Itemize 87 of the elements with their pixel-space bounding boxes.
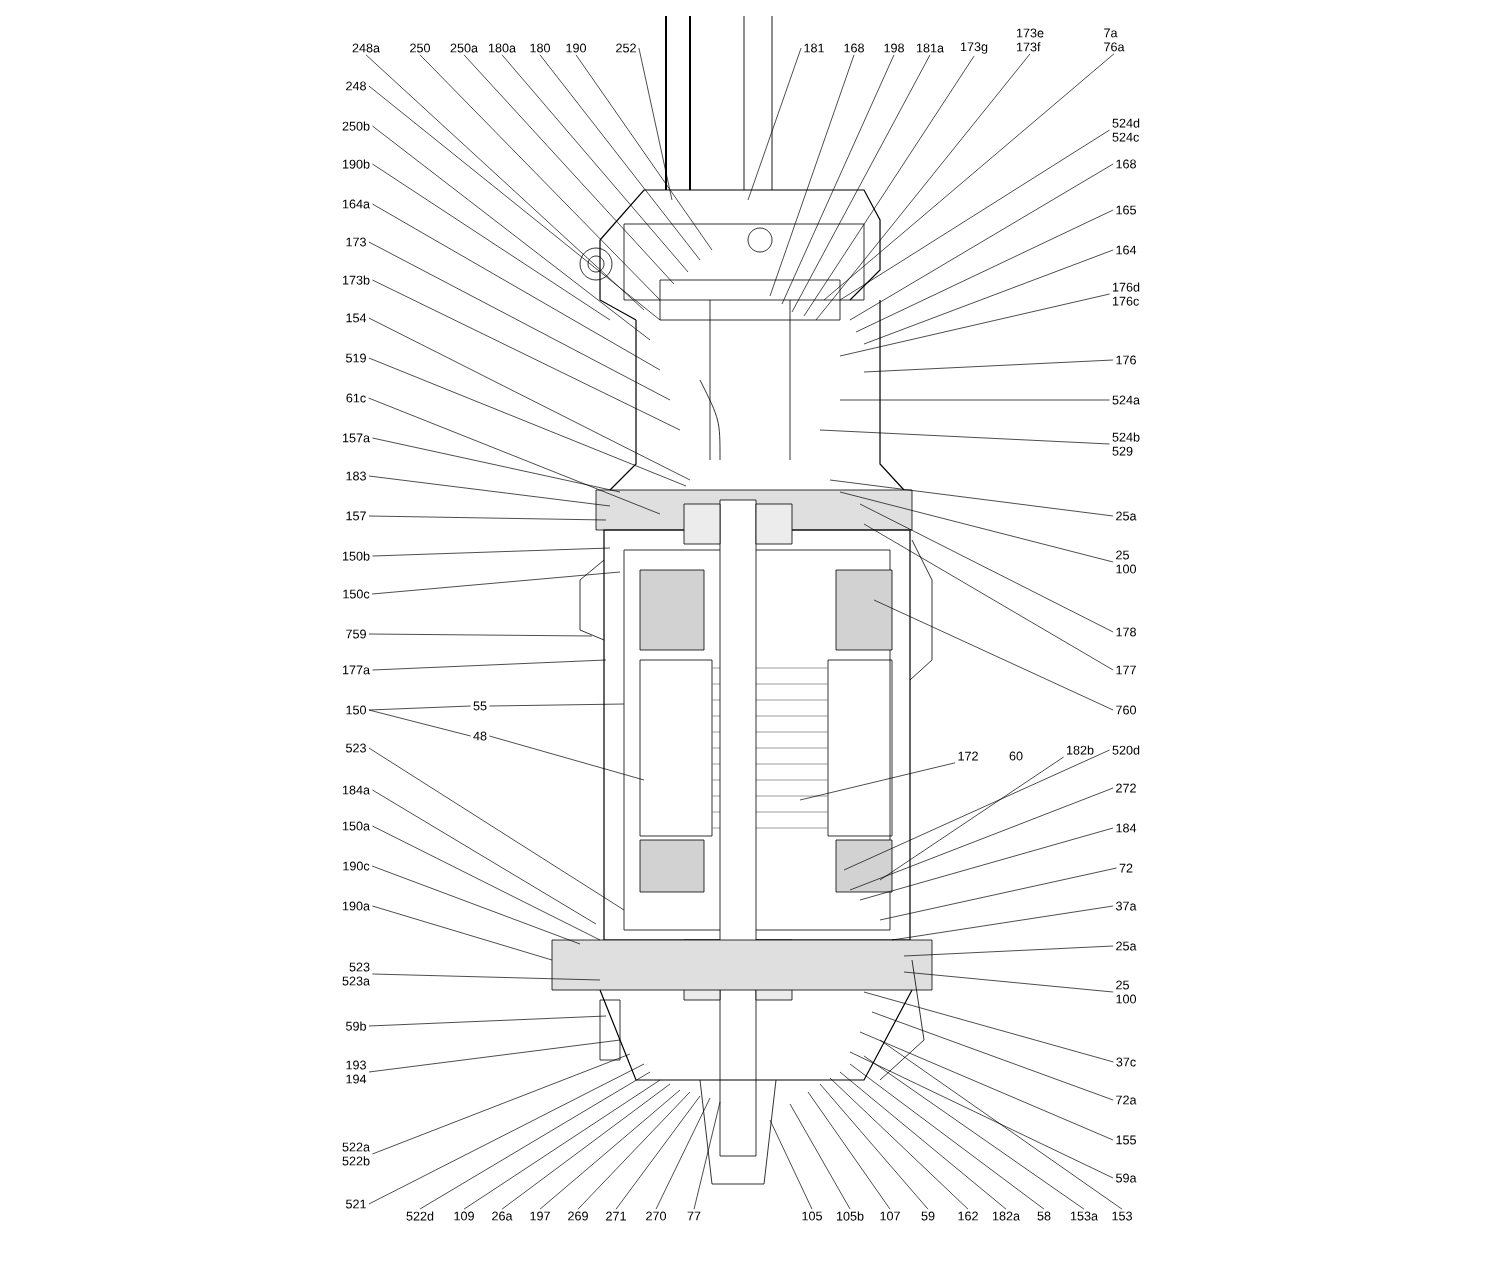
leader-line bbox=[372, 825, 601, 941]
leader-line bbox=[859, 503, 1114, 633]
leader-line bbox=[368, 475, 611, 507]
leader-line bbox=[849, 1063, 1045, 1210]
leader-line bbox=[791, 54, 931, 313]
leader-line bbox=[693, 1101, 721, 1210]
leader-line bbox=[368, 1039, 621, 1073]
leader-line bbox=[372, 1053, 631, 1155]
leader-line bbox=[871, 1011, 1114, 1101]
leader-line bbox=[372, 437, 621, 493]
leader-line bbox=[463, 1079, 661, 1210]
leader-line bbox=[815, 53, 1031, 321]
leader-line bbox=[769, 54, 855, 297]
leader-line bbox=[368, 1015, 607, 1027]
leader-line bbox=[879, 867, 1117, 921]
leader-line bbox=[863, 523, 1114, 671]
leader-line bbox=[372, 905, 553, 961]
leader-line bbox=[372, 125, 651, 341]
leader-line bbox=[879, 1039, 1123, 1210]
leader-line bbox=[903, 971, 1114, 993]
leader-line bbox=[803, 55, 975, 317]
leader-line bbox=[368, 85, 661, 321]
leader-line bbox=[863, 1055, 1085, 1210]
leader-line bbox=[372, 973, 601, 981]
leader-line bbox=[855, 209, 1114, 333]
leader-line bbox=[859, 1031, 1114, 1141]
leader-line bbox=[823, 53, 1115, 301]
leader-line bbox=[829, 1077, 969, 1210]
leader-line bbox=[789, 1103, 851, 1210]
leader-line bbox=[372, 279, 681, 431]
leader-line bbox=[873, 599, 1114, 711]
leader-line bbox=[807, 1091, 891, 1210]
leader-line bbox=[489, 735, 645, 781]
leader-line bbox=[615, 1095, 701, 1210]
leader-line bbox=[849, 1051, 1114, 1179]
leader-line bbox=[863, 249, 1114, 345]
leader-line bbox=[489, 703, 625, 707]
leader-line bbox=[638, 47, 673, 201]
leader-line bbox=[575, 54, 713, 251]
leader-line bbox=[863, 991, 1114, 1063]
leader-line bbox=[372, 163, 611, 321]
leader-line bbox=[372, 203, 661, 371]
leader-line bbox=[539, 54, 701, 261]
leader-line bbox=[769, 1119, 813, 1210]
leader-line bbox=[903, 945, 1114, 957]
leader-line bbox=[539, 1089, 681, 1210]
leader-line bbox=[819, 1083, 929, 1210]
leader-line bbox=[371, 571, 621, 595]
leader-line bbox=[849, 163, 1114, 321]
leader-line bbox=[839, 491, 1114, 563]
leader-line bbox=[655, 1097, 711, 1210]
leader-line bbox=[368, 357, 687, 487]
leader-line bbox=[419, 1071, 651, 1210]
leader-line bbox=[368, 747, 625, 911]
leader-line bbox=[368, 1063, 645, 1205]
leader-line bbox=[577, 1091, 691, 1210]
leader-line bbox=[368, 705, 471, 711]
leader-line bbox=[368, 397, 661, 515]
leader-line bbox=[365, 54, 645, 311]
leader-line bbox=[368, 515, 607, 521]
leader-line bbox=[747, 47, 802, 201]
leader-line bbox=[839, 399, 1110, 401]
leader-line bbox=[843, 749, 1110, 871]
leader-line bbox=[891, 905, 1114, 941]
leader-line bbox=[372, 659, 607, 671]
leader-line bbox=[419, 54, 661, 301]
leader-line bbox=[371, 865, 581, 945]
leader-line bbox=[839, 129, 1110, 301]
leader-line bbox=[839, 293, 1110, 357]
leader-line bbox=[849, 787, 1114, 891]
leader-line bbox=[781, 54, 895, 305]
leader-line bbox=[501, 54, 689, 273]
leader-line bbox=[372, 547, 611, 557]
leader-line bbox=[368, 317, 691, 481]
leader-line bbox=[879, 756, 1064, 881]
leader-line bbox=[799, 762, 956, 801]
leader-line bbox=[501, 1083, 671, 1210]
leader-line bbox=[839, 1071, 1007, 1210]
leader-line bbox=[368, 709, 471, 737]
leader-line bbox=[463, 54, 675, 285]
leader-line bbox=[372, 789, 597, 925]
leader-line bbox=[819, 429, 1110, 445]
leader-line bbox=[368, 241, 671, 401]
leader-line bbox=[859, 827, 1114, 901]
leader-line bbox=[863, 359, 1114, 373]
leader-line bbox=[368, 633, 593, 637]
leader-line bbox=[829, 479, 1114, 517]
